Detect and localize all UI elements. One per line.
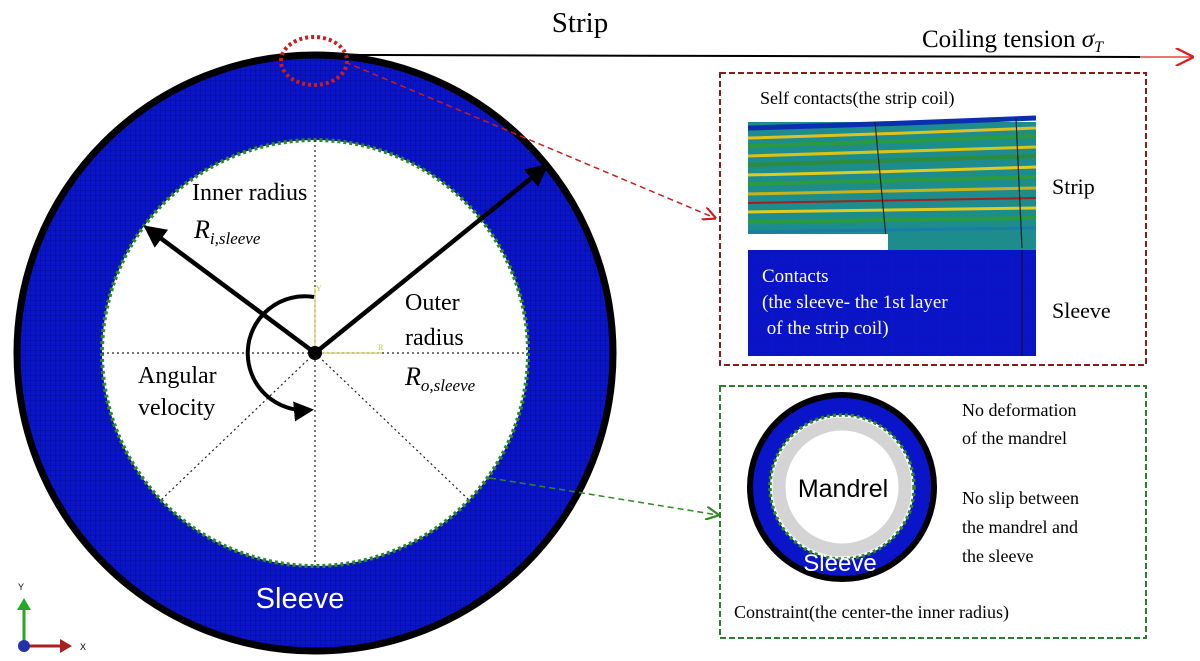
triad-x-label: X xyxy=(80,642,86,652)
no-slip-line2: the mandrel and xyxy=(962,517,1078,537)
outer-radius-arrow xyxy=(313,164,549,355)
outer-radius-symbol: Ro,sleeve xyxy=(404,362,476,395)
strip-line xyxy=(304,53,1141,58)
local-axis-y-label: Y xyxy=(316,284,322,293)
no-slip-line3: the sleeve xyxy=(962,546,1033,566)
inner-radius-arrow xyxy=(143,225,317,355)
sleeve-panel-label: Sleeve xyxy=(1052,298,1111,323)
outer-radius-label-line1: Outer xyxy=(405,290,460,316)
coiling-tension-label: Coiling tension σT xyxy=(922,26,1104,56)
triad-y-label: Y xyxy=(18,582,24,592)
no-deformation-line2: of the mandrel xyxy=(962,428,1067,448)
constraint-footer-label: Constraint(the center-the inner radius) xyxy=(734,602,1009,623)
contacts-label-line3: of the strip coil) xyxy=(762,318,889,339)
angular-velocity-label-line2: velocity xyxy=(138,395,215,421)
strip-layers-image xyxy=(747,115,1037,252)
angular-velocity-label-line1: Angular xyxy=(138,363,217,389)
self-contacts-label: Self contacts(the strip coil) xyxy=(760,88,954,109)
contact-zoom-marker xyxy=(279,35,349,87)
sleeve-block xyxy=(748,250,1036,356)
outer-radius-label-line2: radius xyxy=(405,325,464,351)
coordinate-triad: Y X xyxy=(17,582,86,653)
angular-velocity-arrow xyxy=(245,294,315,422)
mandrel-sleeve-icon xyxy=(747,392,937,582)
constraint-detail-panel: Mandrel Sleeve No deformation of the man… xyxy=(719,385,1147,639)
constraint-sleeve-label: Sleeve xyxy=(803,550,876,577)
strip-top-label: Strip xyxy=(552,7,608,39)
radial-guide-lines xyxy=(102,140,528,566)
center-point xyxy=(308,346,322,360)
no-deformation-line1: No deformation xyxy=(962,400,1076,420)
constraint-zoom-leader xyxy=(489,477,718,515)
sleeve-label: Sleeve xyxy=(256,583,345,615)
inner-radius-symbol: Ri,sleeve xyxy=(193,215,261,248)
local-axis: Y R xyxy=(314,284,384,354)
contact-detail-panel: Self contacts(the strip coil) Strip Cont xyxy=(719,72,1147,366)
contacts-label-line2: (the sleeve- the 1st layer xyxy=(762,292,948,313)
no-slip-line1: No slip between xyxy=(962,488,1079,508)
contacts-label-line1: Contacts xyxy=(762,266,829,287)
contact-zoom-leader xyxy=(344,61,715,218)
inner-radius-label: Inner radius xyxy=(192,180,307,206)
strip-panel-label: Strip xyxy=(1052,174,1095,199)
local-axis-r-label: R xyxy=(378,343,384,352)
mandrel-label: Mandrel xyxy=(798,475,888,503)
